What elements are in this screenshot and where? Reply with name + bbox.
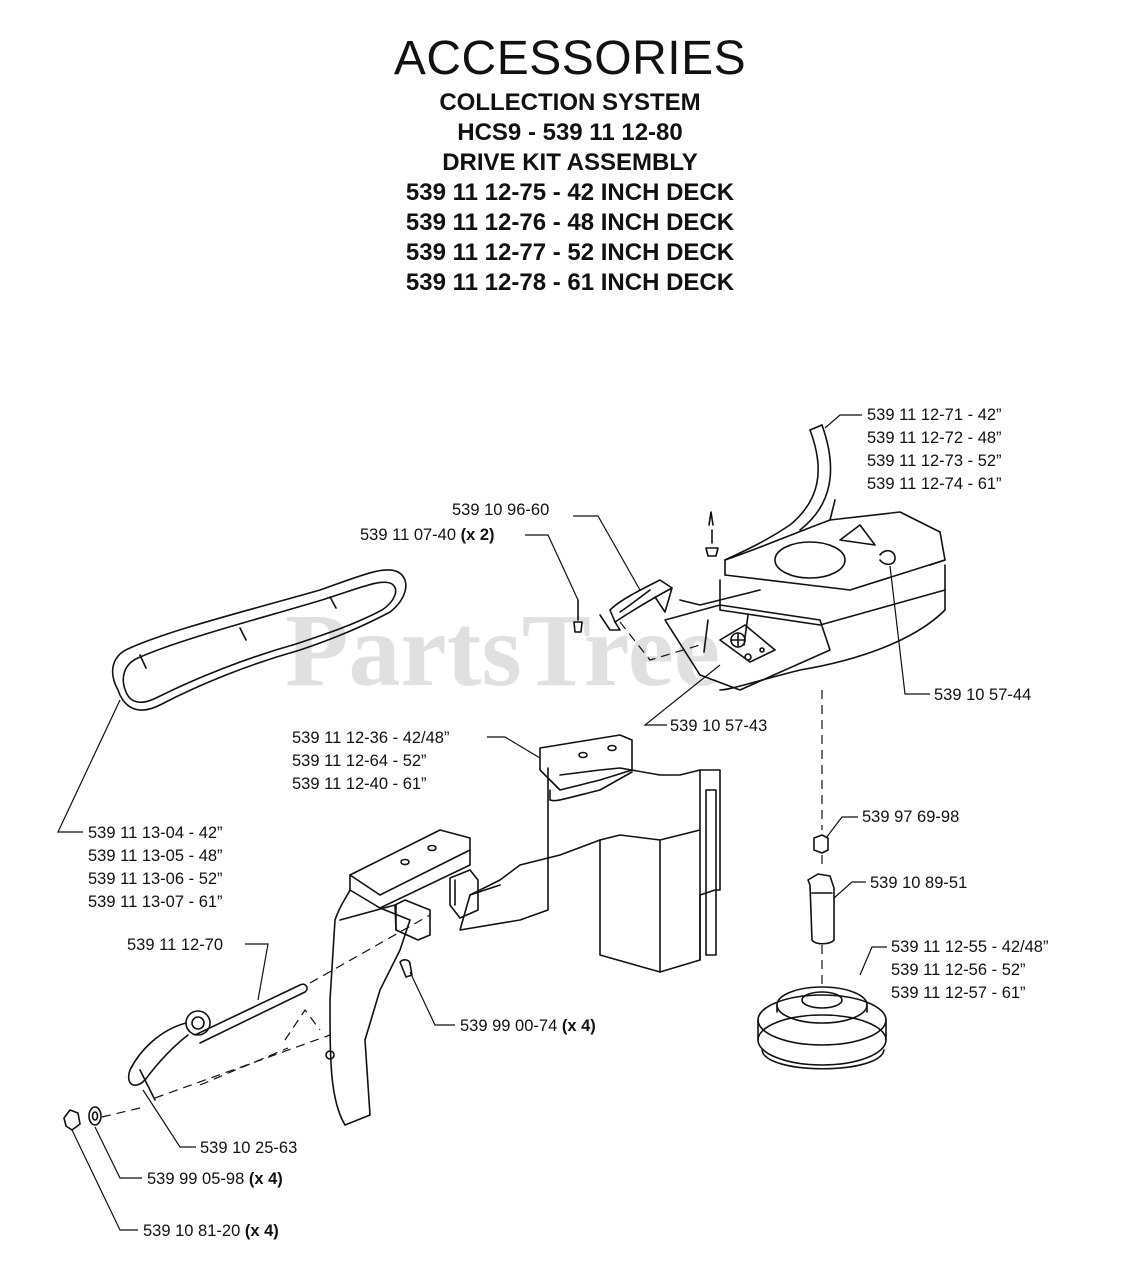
cover-plate-label-42: 539 11 12-71 - 42”: [867, 406, 1002, 424]
bracket-label-52: 539 11 12-64 - 52”: [292, 752, 427, 770]
drive-belt-drawing: [111, 569, 407, 711]
cover-plate-label-48: 539 11 12-72 - 48”: [867, 429, 1002, 447]
leader-lines: [57, 414, 930, 1231]
locknut-label: 539 10 81-20 (x 4): [143, 1222, 279, 1240]
belt-label-48: 539 11 13-05 - 48”: [88, 847, 223, 865]
nut-label: 539 97 69-98: [862, 808, 959, 826]
washer-part-number: 539 99 05-98: [147, 1170, 244, 1188]
carriage-bolt-label: 539 99 00-74 (x 4): [460, 1017, 596, 1035]
subtitle-line-2: HCS9 - 539 11 12-80: [457, 119, 683, 146]
assembly-lines: [101, 621, 823, 1118]
pin-quantity: (x 2): [461, 526, 495, 544]
subtitle-line-5: 539 11 12-76 - 48 INCH DECK: [405, 209, 735, 236]
locknut-quantity: (x 4): [245, 1222, 279, 1240]
rod-label: 539 11 12-70: [127, 936, 223, 954]
callout-labels: 539 11 12-71 - 42” 539 11 12-72 - 48” 53…: [88, 406, 1048, 1240]
locknut-part-number: 539 10 81-20: [143, 1222, 240, 1240]
subtitle-line-3: DRIVE KIT ASSEMBLY: [442, 149, 698, 176]
title-block: ACCESSORIES COLLECTION SYSTEM HCS9 - 539…: [0, 30, 1131, 298]
washer-quantity: (x 4): [249, 1170, 283, 1188]
pulley-label-52: 539 11 12-56 - 52”: [891, 961, 1026, 979]
bracket-label-42-48: 539 11 12-36 - 42/48”: [292, 729, 449, 747]
belt-label-52: 539 11 13-06 - 52”: [88, 870, 223, 888]
frame-plate-drawing: [325, 829, 479, 1126]
bracket-label-61: 539 11 12-40 - 61”: [292, 775, 427, 793]
rod-clip-drawing: [127, 983, 308, 1101]
carriage-part-number: 539 99 00-74: [460, 1017, 557, 1035]
washer-nut-drawing: [63, 1106, 102, 1131]
subtitle-line-6: 539 11 12-77 - 52 INCH DECK: [405, 239, 735, 266]
pulley-label-61: 539 11 12-57 - 61”: [891, 984, 1026, 1002]
latch-label: 539 10 96-60: [452, 501, 549, 519]
subtitle-line-4: 539 11 12-75 - 42 INCH DECK: [405, 179, 735, 206]
belt-label-42: 539 11 13-04 - 42”: [88, 824, 223, 842]
belt-label-61: 539 11 13-07 - 61”: [88, 893, 223, 911]
bolt-label: 539 10 89-51: [870, 874, 967, 892]
mount-bracket-drawing: [459, 734, 721, 973]
watermark: PartsTree: [285, 593, 720, 708]
lanyard-label: 539 10 25-63: [200, 1139, 297, 1157]
cover-plate-label-61: 539 11 12-74 - 61”: [867, 475, 1002, 493]
pulley-drawing: [757, 834, 887, 1070]
pin-part-number: 539 11 07-40: [360, 526, 456, 544]
washer-label: 539 99 05-98 (x 4): [147, 1170, 283, 1188]
subtitle-line-1: COLLECTION SYSTEM: [439, 89, 701, 116]
cover-plate-drawing: [573, 424, 946, 691]
pulley-label-42-48: 539 11 12-55 - 42/48”: [891, 938, 1048, 956]
decal-right-label: 539 10 57-44: [934, 686, 1031, 704]
cover-plate-label-52: 539 11 12-73 - 52”: [867, 452, 1002, 470]
carriage-quantity: (x 4): [562, 1017, 596, 1035]
subtitle-line-7: 539 11 12-78 - 61 INCH DECK: [405, 269, 735, 296]
page-title: ACCESSORIES: [393, 32, 747, 85]
pin-label: 539 11 07-40 (x 2): [360, 526, 495, 544]
decal-left-label: 539 10 57-43: [670, 717, 767, 735]
